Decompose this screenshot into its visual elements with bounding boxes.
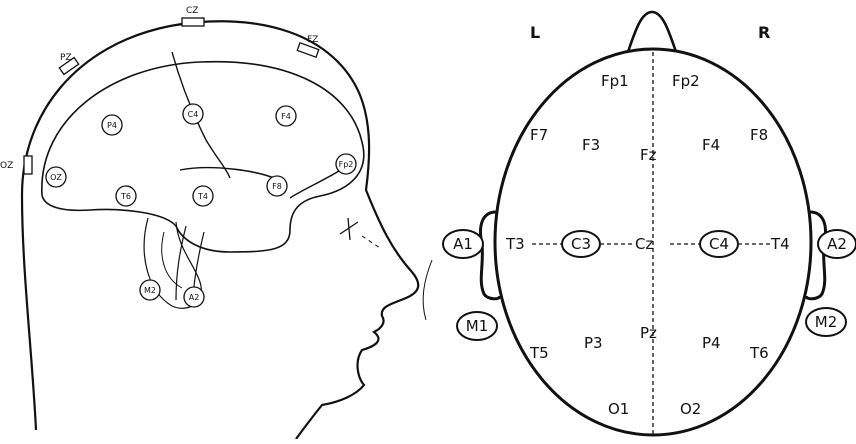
circled-electrode-label: C3 [571, 235, 591, 253]
electrode-t3: T3 [505, 235, 525, 253]
side-electrode-label: Fp2 [339, 160, 354, 169]
side-electrode-label: OZ [50, 173, 62, 182]
circled-electrode-a1: A1 [442, 229, 484, 259]
side-electrode-label: F4 [281, 112, 291, 121]
top-view-side-markers: L R [530, 23, 770, 42]
side-electrode-label: F8 [272, 182, 282, 191]
electrode-f8: F8 [750, 126, 768, 144]
side-view-eye-mark [339, 217, 359, 241]
side-marker-left: L [530, 23, 540, 42]
electrode-o2: O2 [680, 400, 701, 418]
side-electrode-label: C4 [188, 110, 199, 119]
rim-tab-pz [58, 56, 80, 76]
side-view-rim-labels: CZ FZ PZ OZ [0, 6, 318, 171]
circled-electrode-label: M1 [466, 317, 489, 335]
side-view-brain-outline [41, 60, 365, 253]
side-electrode-p4: P4 [101, 114, 123, 136]
side-electrode-t6: T6 [115, 185, 137, 207]
side-view-nasion-dash [361, 235, 381, 249]
electrode-t6: T6 [749, 344, 769, 362]
top-view-head [479, 10, 827, 437]
electrode-f7: F7 [530, 126, 548, 144]
electrode-t4: T4 [770, 235, 790, 253]
side-view-ear-inner [161, 231, 183, 289]
side-electrode-label: T6 [120, 192, 131, 201]
electrode-fp2: Fp2 [672, 72, 700, 90]
electrode-f3: F3 [582, 136, 600, 154]
side-marker-right: R [758, 23, 770, 42]
side-electrode-f4: F4 [275, 105, 297, 127]
electrode-f4: F4 [702, 136, 720, 154]
top-view-left-ear [479, 210, 502, 301]
side-electrode-m2: M2 [139, 279, 161, 301]
side-view-rim-tabs [23, 17, 320, 175]
circled-electrode-label: A2 [827, 235, 847, 253]
circled-electrode-a2: A2 [817, 229, 856, 259]
electrode-fz: Fz [640, 146, 657, 164]
electrode-p4: P4 [702, 334, 721, 352]
top-view-electrode-labels: Fp1 Fp2 F7 F3 Fz F4 F8 T3 Cz T4 T5 P3 Pz… [505, 72, 790, 418]
circled-electrode-label: M2 [815, 313, 838, 331]
rim-label-pz: PZ [60, 53, 72, 63]
rim-label-cz: CZ [186, 6, 198, 16]
side-electrode-label: T4 [197, 192, 208, 201]
rim-tab-fz [296, 41, 320, 59]
side-view-temporal-lobe [179, 166, 283, 183]
circled-electrode-label: C4 [709, 235, 729, 253]
side-electrode-oz: OZ [45, 166, 67, 188]
top-view-nose [626, 10, 678, 53]
side-view-central-sulcus [171, 51, 231, 179]
rim-label-oz: OZ [0, 161, 13, 171]
circled-electrode-c4: C4 [699, 230, 739, 258]
circled-electrode-c3: C3 [561, 230, 601, 258]
side-electrode-c4: C4 [182, 103, 204, 125]
side-electrode-f8: F8 [266, 175, 288, 197]
electrode-pz: Pz [640, 324, 657, 342]
rim-label-fz: FZ [307, 35, 318, 45]
electrode-o1: O1 [608, 400, 629, 418]
top-view-circled-electrodes: A1 C3 C4 A2 M1 M2 [442, 229, 856, 341]
side-electrode-t4: T4 [192, 185, 214, 207]
side-electrode-a2: A2 [183, 286, 205, 308]
side-view-electrodes: P4 C4 F4 OZ T6 T4 F8 Fp2 [45, 103, 357, 308]
side-view-nose-curve [422, 259, 433, 321]
top-view-head-outline [493, 47, 813, 437]
circled-electrode-label: A1 [453, 235, 473, 253]
rim-tab-oz [23, 155, 33, 175]
side-view-head [20, 20, 433, 440]
side-view-scalp-outline [20, 20, 420, 440]
side-electrode-label: P4 [107, 121, 117, 130]
circled-electrode-m1: M1 [456, 311, 498, 341]
electrode-fp1: Fp1 [601, 72, 629, 90]
side-electrode-label: A2 [189, 293, 200, 302]
circled-electrode-m2: M2 [805, 307, 847, 337]
top-view-right-ear [804, 210, 827, 301]
electrode-t5: T5 [529, 344, 549, 362]
electrode-cz: Cz [635, 235, 653, 253]
side-electrode-label: M2 [144, 286, 156, 295]
side-electrode-fp2: Fp2 [335, 153, 357, 175]
rim-tab-cz [181, 17, 205, 27]
electrode-p3: P3 [584, 334, 603, 352]
